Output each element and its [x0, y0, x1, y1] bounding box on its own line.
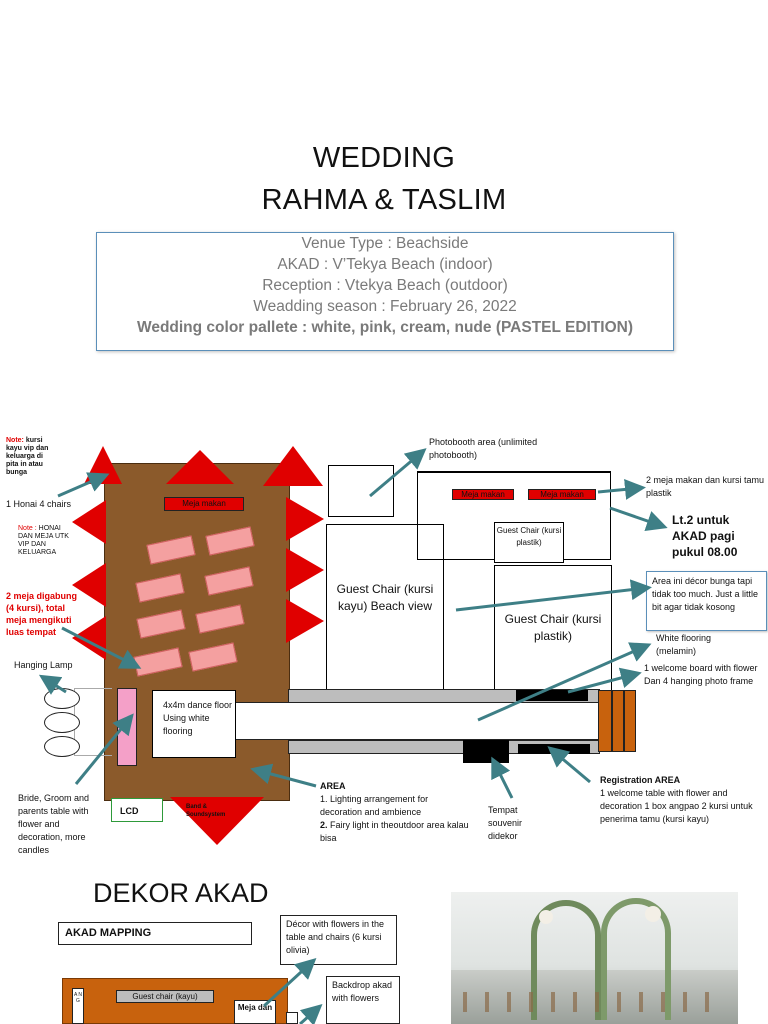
registration-title: Registration AREA	[600, 775, 681, 785]
arrow	[74, 713, 134, 785]
photo-frame-post	[612, 690, 624, 752]
arrow	[567, 667, 642, 694]
note2-text: HONAI DAN MEJA UTK VIP DAN KELUARGA	[18, 525, 69, 556]
flower-arch-right-icon	[601, 898, 671, 1020]
venue-season: Weadding season : February 26, 2022	[253, 298, 517, 315]
dance-floor: 4x4m dance floor Using white flooring	[152, 690, 236, 758]
honai-marker	[72, 563, 106, 607]
band-soundsystem-area	[170, 797, 264, 845]
venue-palette: Wedding color pallete : white, pink, cre…	[136, 319, 634, 336]
meja-makan-3: Meja makan	[528, 489, 596, 500]
hanging-lamp-label: Hanging Lamp	[14, 660, 73, 670]
venue-arch-photo	[451, 892, 738, 1024]
decor-flowers-callout: Décor with flowers in the table and chai…	[280, 915, 397, 965]
akad-side-strip-letters: A N G	[73, 992, 83, 1004]
area-title: AREA	[320, 781, 346, 791]
akad-mapping-label: AKAD MAPPING	[58, 922, 252, 945]
flower-icon	[645, 906, 661, 922]
area-line2-num: 2.	[320, 820, 328, 830]
arrow	[455, 579, 652, 612]
welcome-board-label: 1 welcome board with flower Dan 4 hangin…	[644, 663, 758, 686]
registration-text: 1 welcome table with flower and decorati…	[600, 788, 753, 824]
guest-tables-label: 2 meja makan dan kursi tamu plastik	[646, 475, 765, 498]
hanging-lamp-icon	[44, 712, 80, 733]
photo-frame-post	[624, 690, 636, 752]
arrow	[547, 746, 591, 784]
area-line2-text: Fairy light in theoutdoor area kalau bis…	[320, 820, 469, 843]
meja-makan-2: Meja makan	[452, 489, 514, 500]
honai-marker	[72, 616, 106, 660]
lcd-box: LCD	[111, 798, 163, 822]
honai-marker	[286, 548, 324, 592]
arrow	[609, 506, 668, 532]
photobooth-label: Photobooth area (unlimited photobooth)	[429, 437, 538, 460]
meja-makan-main: Meja makan	[164, 497, 244, 511]
merged-tables-note: 2 meja digabung (4 kursi), total meja me…	[6, 591, 78, 637]
honai-chairs-label: 1 Honai 4 chairs	[6, 499, 72, 509]
guest-chair-plastic-area: Guest Chair (kursi plastik)	[494, 565, 612, 691]
band-label: Band & Soundsystem	[186, 804, 226, 818]
venue-type: Venue Type : Beachside	[301, 235, 469, 252]
decor-note-callout: Area ini décor bunga tapi tidak too much…	[646, 571, 767, 631]
honai-marker	[263, 446, 323, 486]
arrow	[597, 478, 646, 500]
note-honai: Note : HONAI DAN MEJA UTK VIP DAN KELUAR…	[18, 525, 76, 557]
honai-marker	[72, 500, 106, 544]
arrow	[61, 626, 142, 669]
guest-chair-wood-label: Guest Chair (kursi kayu) Beach view	[336, 582, 434, 613]
area-note: AREA 1. Lighting arrangement for decorat…	[320, 780, 470, 845]
venue-info-box: Venue Type : Beachside AKAD : V’Tekya Be…	[96, 232, 674, 351]
arrow	[38, 674, 67, 695]
white-flooring-walkway	[236, 702, 600, 740]
backdrop-callout: Backdrop akad with flowers	[326, 976, 400, 1024]
bride-table-label: Bride, Groom and parents table with flow…	[18, 793, 90, 855]
chairs-row-icon	[463, 992, 723, 1012]
guest-chair-small-label: Guest Chair (kursi plastik)	[496, 526, 562, 547]
lt2-akad-label: Lt.2 untuk AKAD pagi pukul 08.00	[672, 513, 738, 559]
arrow	[250, 763, 317, 788]
area-line2: 2. Fairy light in theoutdoor area kalau …	[320, 819, 470, 845]
decor-flowers-text: Décor with flowers in the table and chai…	[286, 919, 385, 955]
area-line1: 1. Lighting arrangement for decoration a…	[320, 794, 429, 817]
honai-marker	[286, 599, 324, 643]
photobooth-area	[328, 465, 394, 517]
couple-title: RAHMA & TASLIM	[261, 184, 507, 216]
arrow	[369, 448, 427, 498]
flower-arch-left-icon	[531, 900, 601, 1020]
note-kursi-vip: Note: kursi kayu vip dan keluarga di pit…	[6, 437, 56, 477]
arrow	[491, 756, 514, 799]
note-label: Note:	[6, 437, 24, 444]
guest-chair-plastic-label: Guest Chair (kursi plastik)	[504, 612, 602, 643]
arrow	[299, 1004, 323, 1024]
note-text: kursi kayu vip dan keluarga di pita in a…	[6, 437, 49, 476]
white-flooring-label: White flooring (melamin)	[656, 633, 712, 656]
guest-chair-small: Guest Chair (kursi plastik)	[494, 522, 564, 563]
registration-note: Registration AREA 1 welcome table with f…	[600, 774, 760, 826]
honai-marker	[166, 450, 234, 484]
photo-frame-post	[598, 690, 612, 752]
hanging-lamp-icon	[44, 736, 80, 757]
arrow	[262, 957, 317, 1008]
souvenir-label: Tempat souvenir didekor	[488, 805, 523, 841]
dance-floor-label: 4x4m dance floor Using white flooring	[163, 700, 233, 736]
backdrop-text: Backdrop akad with flowers	[332, 980, 393, 1003]
venue-akad: AKAD : V’Tekya Beach (indoor)	[277, 256, 493, 273]
arrow	[57, 472, 110, 498]
dekor-akad-title: DEKOR AKAD	[93, 878, 269, 908]
wedding-title: WEDDING	[312, 142, 456, 174]
photo-frame-bar	[516, 690, 588, 701]
venue-reception: Reception : Vtekya Beach (outdoor)	[262, 277, 508, 294]
arrow	[477, 642, 652, 722]
akad-guest-chair: Guest chair (kayu)	[116, 990, 214, 1003]
guest-chair-wood-area: Guest Chair (kursi kayu) Beach view	[326, 524, 444, 690]
honai-marker	[286, 497, 324, 541]
decor-note-text: Area ini décor bunga tapi tidak too much…	[652, 576, 759, 612]
flower-icon	[539, 910, 553, 924]
note2-label: Note :	[18, 525, 37, 532]
